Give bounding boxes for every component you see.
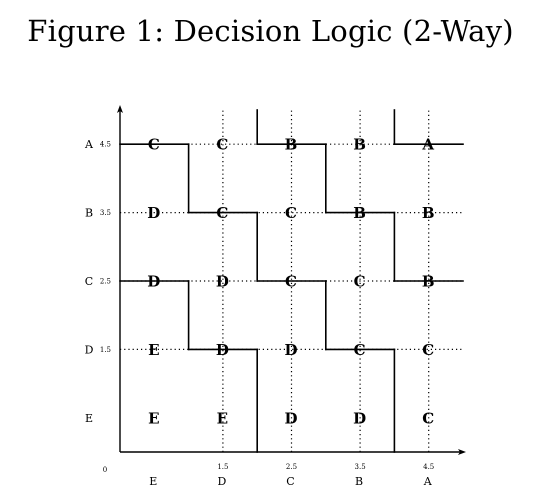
- cell-letter-r1-c4: B: [422, 204, 435, 222]
- y-category-label-0: E: [85, 412, 93, 425]
- cell-letter-r1-c1: C: [216, 204, 228, 222]
- x-tick-label-3: 4.5: [423, 463, 434, 471]
- cell-letter-r4-c3: D: [353, 409, 366, 427]
- y-tick-label-1: 2.5: [100, 278, 111, 286]
- cell-letter-r3-c0: E: [148, 341, 159, 359]
- cell-letter-r0-c3: B: [353, 136, 366, 154]
- cell-letter-r2-c0: D: [147, 273, 160, 291]
- y-category-label-1: D: [85, 343, 94, 356]
- x-category-label-2: C: [286, 475, 294, 488]
- cell-letter-r0-c2: B: [285, 136, 298, 154]
- y-tick-label-0: 1.5: [100, 346, 111, 354]
- x-tick-label-2: 3.5: [355, 463, 366, 471]
- x-category-label-3: B: [355, 475, 363, 488]
- y-category-label-4: A: [84, 138, 94, 151]
- cell-letter-r4-c0: E: [148, 409, 159, 427]
- cell-letter-r4-c4: C: [422, 409, 434, 427]
- cell-letter-r1-c2: C: [285, 204, 297, 222]
- cell-letter-r0-c1: C: [216, 136, 228, 154]
- decision-boundaries: [119, 109, 464, 453]
- cell-letter-r3-c2: D: [284, 341, 297, 359]
- cell-letter-r2-c2: C: [285, 273, 297, 291]
- cell-letter-r3-c1: D: [216, 341, 229, 359]
- cell-letter-r4-c2: D: [284, 409, 297, 427]
- y-category-label-3: B: [85, 207, 93, 220]
- figure-title: Figure 1: Decision Logic (2-Way): [27, 14, 514, 48]
- origin-label: 0: [103, 466, 107, 474]
- y-category-label-2: C: [85, 275, 93, 288]
- x-category-label-4: A: [423, 475, 433, 488]
- x-category-label-0: E: [149, 475, 157, 488]
- cell-letter-r0-c0: C: [148, 136, 160, 154]
- cell-letter-r2-c4: B: [422, 273, 435, 291]
- cell-letter-r2-c3: C: [354, 273, 366, 291]
- y-tick-label-2: 3.5: [100, 209, 111, 217]
- axes: [117, 105, 466, 455]
- y-tick-label-3: 4.5: [100, 141, 111, 149]
- cell-letter-r3-c3: C: [354, 341, 366, 359]
- x-category-label-1: D: [217, 475, 226, 488]
- x-axis-arrowhead: [458, 449, 466, 455]
- x-tick-label-1: 2.5: [286, 463, 297, 471]
- cell-letter-r1-c3: B: [353, 204, 366, 222]
- axis-labels: E D C B A E D C B A 1.5 2.5 3.5 4.5 1.5 2.5 3.5 4.5 0: [84, 138, 434, 488]
- cell-letter-r3-c4: C: [422, 341, 434, 359]
- cell-letter-r4-c1: E: [217, 409, 228, 427]
- cell-letter-r2-c1: D: [216, 273, 229, 291]
- x-tick-label-0: 1.5: [217, 463, 228, 471]
- cell-letter-r1-c0: D: [147, 204, 160, 222]
- cell-letter-r0-c4: A: [421, 136, 434, 154]
- cell-letters: C C B B A D C C B B D D C C B E D D C C E E D D C: [147, 136, 434, 428]
- y-axis-arrowhead: [117, 105, 123, 113]
